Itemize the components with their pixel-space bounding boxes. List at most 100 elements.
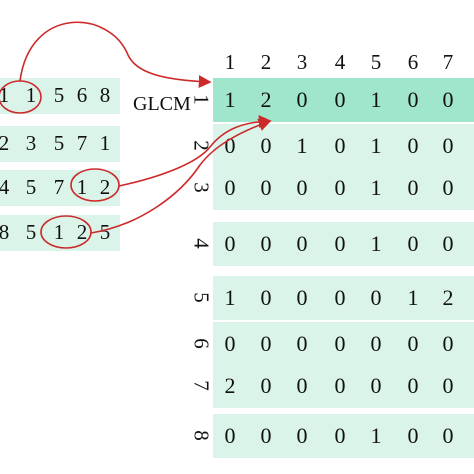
input-cell: 1 — [76, 175, 88, 199]
glcm-cell: 0 — [370, 373, 382, 398]
glcm-cell: 0 — [442, 133, 454, 158]
glcm-cell: 0 — [407, 331, 419, 356]
input-cell: 1 — [99, 131, 111, 155]
glcm-cell: 0 — [442, 423, 454, 448]
input-cell: 7 — [76, 131, 88, 155]
glcm-cell: 2 — [442, 285, 454, 310]
glcm-cell: 0 — [296, 231, 308, 256]
glcm-cell: 0 — [260, 331, 272, 356]
input-cell: 4 — [0, 175, 10, 199]
glcm-cell: 0 — [442, 87, 454, 112]
input-cell: 2 — [99, 175, 111, 199]
glcm-cell: 0 — [224, 331, 236, 356]
glcm-cell: 1 — [370, 133, 382, 158]
glcm-column-header: 4 — [334, 50, 346, 74]
glcm-cell: 0 — [407, 423, 419, 448]
glcm-cell: 1 — [224, 87, 236, 112]
arrow-pair-to-glcm-1 — [19, 21, 212, 88]
glcm-cell: 0 — [224, 175, 236, 200]
glcm-cell: 1 — [370, 87, 382, 112]
input-cell: 3 — [25, 131, 37, 155]
input-cell: 5 — [25, 220, 37, 244]
glcm-label: GLCM — [133, 93, 191, 115]
glcm-cell: 0 — [407, 231, 419, 256]
arrow-pair-to-glcm-3 — [90, 118, 272, 234]
input-cell: 8 — [99, 83, 111, 107]
glcm-cell: 0 — [296, 175, 308, 200]
input-cell: 1 — [25, 83, 37, 107]
pair-highlight-ellipse-3 — [40, 215, 92, 249]
input-cell: 2 — [76, 220, 88, 244]
glcm-cell: 0 — [334, 87, 346, 112]
input-cell: 1 — [53, 220, 65, 244]
glcm-cell: 0 — [407, 175, 419, 200]
glcm-cell: 1 — [370, 423, 382, 448]
glcm-cell: 0 — [224, 423, 236, 448]
glcm-cell: 0 — [334, 231, 346, 256]
glcm-cell: 0 — [334, 373, 346, 398]
glcm-cell: 0 — [334, 133, 346, 158]
input-cell: 2 — [0, 131, 10, 155]
pair-highlight-ellipse-2 — [70, 168, 120, 202]
glcm-cell: 0 — [260, 423, 272, 448]
glcm-cell: 1 — [296, 133, 308, 158]
glcm-cell: 0 — [260, 231, 272, 256]
glcm-column-header: 1 — [224, 50, 236, 74]
input-cell: 6 — [76, 83, 88, 107]
glcm-cell: 0 — [224, 133, 236, 158]
glcm-cell: 0 — [260, 373, 272, 398]
glcm-cell: 2 — [224, 373, 236, 398]
glcm-cell: 0 — [442, 175, 454, 200]
input-cell: 5 — [53, 131, 65, 155]
glcm-column-header: 6 — [407, 50, 419, 74]
glcm-column-header: 7 — [442, 50, 454, 74]
glcm-cell: 0 — [296, 87, 308, 112]
glcm-cell: 0 — [334, 423, 346, 448]
input-cell: 8 — [0, 220, 10, 244]
input-cell: 1 — [0, 83, 10, 107]
glcm-column-header: 5 — [370, 50, 382, 74]
glcm-cell: 0 — [296, 285, 308, 310]
glcm-cell: 0 — [442, 231, 454, 256]
glcm-cell: 0 — [296, 423, 308, 448]
glcm-cell: 0 — [260, 175, 272, 200]
glcm-cell: 0 — [407, 87, 419, 112]
glcm-cell: 0 — [224, 231, 236, 256]
input-cell: 5 — [99, 220, 111, 244]
glcm-cell: 0 — [442, 331, 454, 356]
glcm-column-header: 2 — [260, 50, 272, 74]
glcm-cell: 0 — [370, 331, 382, 356]
glcm-cell: 0 — [260, 285, 272, 310]
glcm-cell: 0 — [334, 331, 346, 356]
pair-highlight-ellipse-1 — [0, 80, 42, 114]
glcm-cell: 2 — [260, 87, 272, 112]
glcm-cell: 1 — [407, 285, 419, 310]
glcm-cell: 0 — [260, 133, 272, 158]
input-cell: 5 — [53, 83, 65, 107]
glcm-cell: 0 — [370, 285, 382, 310]
arrow-pair-to-glcm-2 — [118, 115, 272, 187]
glcm-cell: 0 — [407, 133, 419, 158]
glcm-cell: 0 — [407, 373, 419, 398]
glcm-cell: 1 — [224, 285, 236, 310]
glcm-cell: 0 — [334, 175, 346, 200]
input-cell: 7 — [53, 175, 65, 199]
glcm-cell: 0 — [296, 373, 308, 398]
glcm-cell: 0 — [296, 331, 308, 356]
input-cell: 5 — [25, 175, 37, 199]
glcm-cell: 0 — [442, 373, 454, 398]
glcm-column-header: 3 — [296, 50, 308, 74]
